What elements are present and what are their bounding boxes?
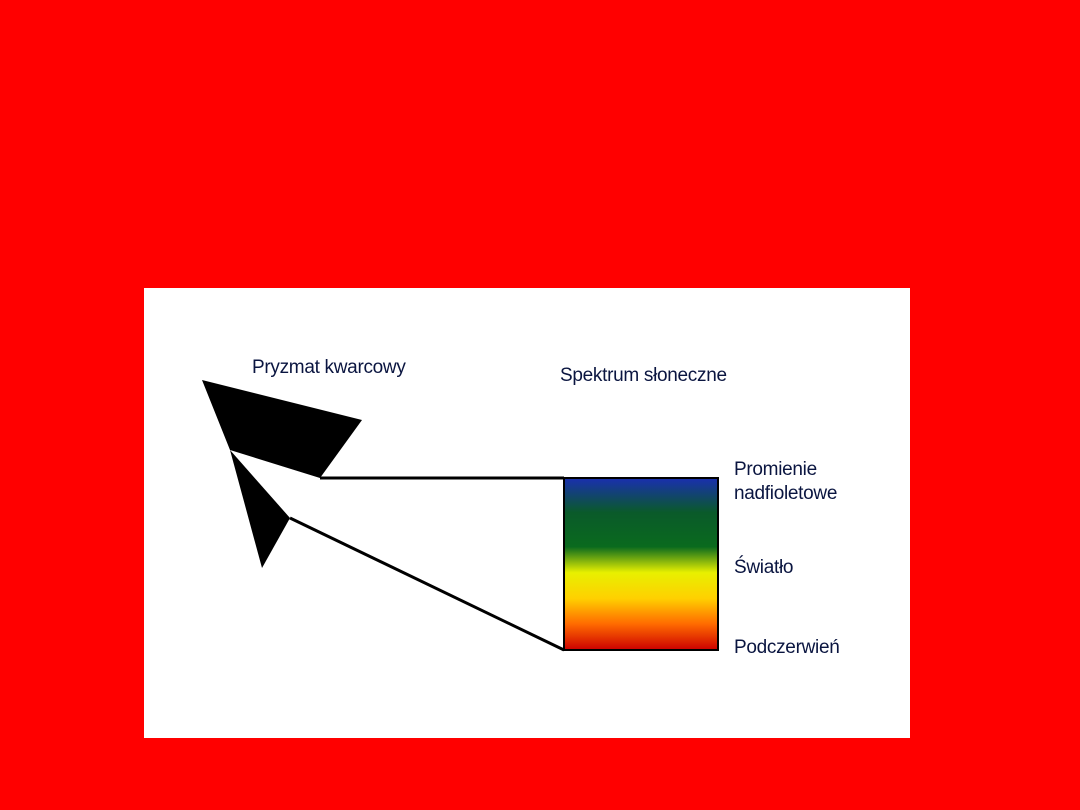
uv-label-line2: nadfioletowe bbox=[734, 483, 838, 504]
infrared-label: Podczerwień bbox=[734, 637, 840, 658]
diagram-panel: Pryzmat kwarcowy Spektrum słoneczne Prom… bbox=[144, 288, 910, 738]
visible-light-label: Światło bbox=[734, 557, 794, 578]
solar-spectrum-band bbox=[563, 477, 719, 651]
prism-spectrum-diagram bbox=[202, 380, 719, 652]
prism-lower-wedge bbox=[230, 450, 290, 568]
uv-label-line1: Promienie bbox=[734, 459, 817, 480]
prism-label: Pryzmat kwarcowy bbox=[252, 357, 406, 378]
spectrum-title: Spektrum słoneczne bbox=[560, 365, 727, 386]
prism-upper-wedge bbox=[202, 380, 362, 478]
ray-lower bbox=[289, 516, 565, 652]
